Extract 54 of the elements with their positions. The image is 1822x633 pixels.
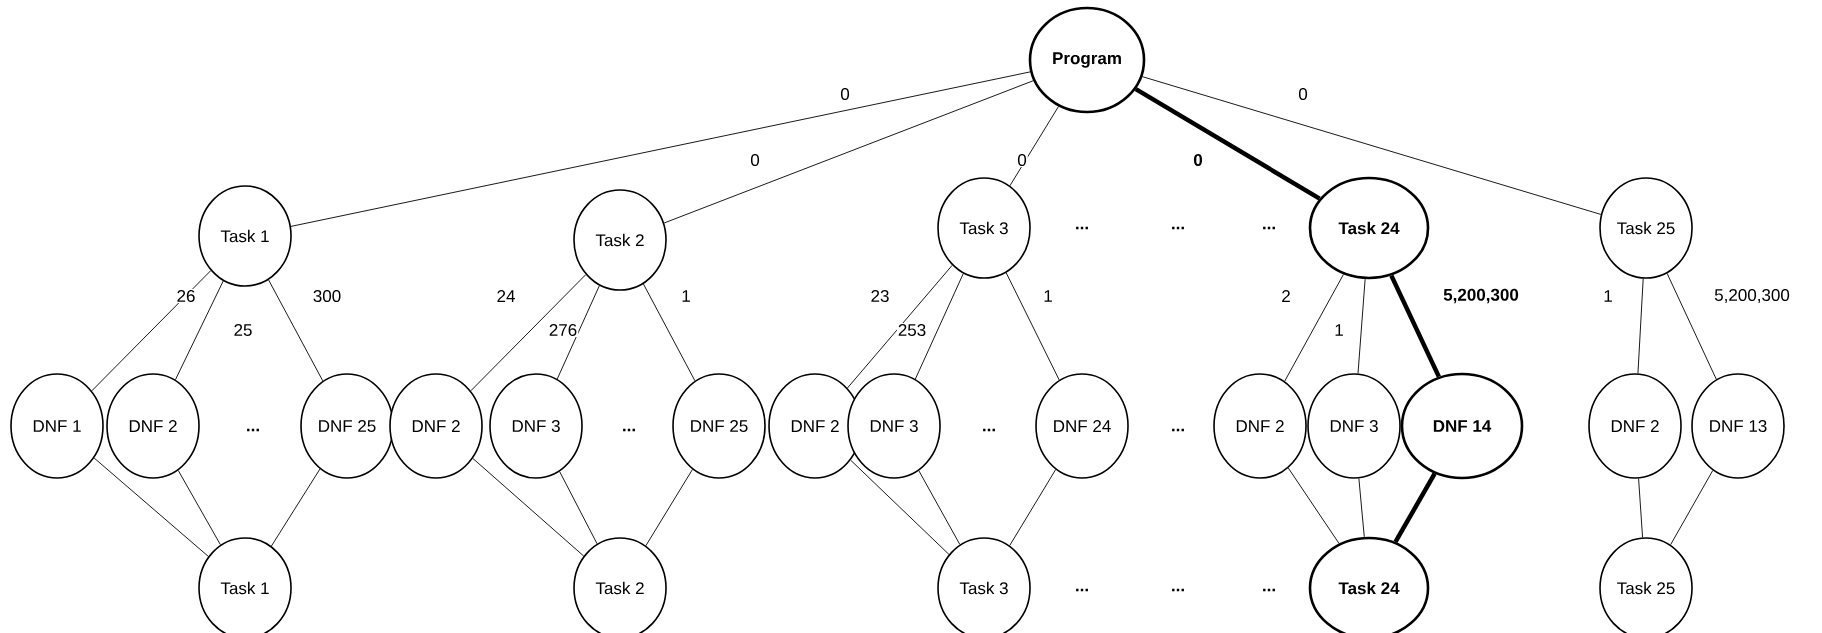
connector-line [1009, 469, 1057, 546]
edge-label: 1 [680, 289, 692, 303]
ellipsis: ... [623, 428, 635, 432]
edge-label: 1 [1042, 289, 1054, 303]
connector-line [1666, 272, 1717, 380]
connector-line [918, 470, 961, 545]
connector-line [1134, 87, 1321, 201]
edge-label: 0 [1297, 87, 1309, 102]
connector-line [472, 458, 585, 557]
connector-line [1389, 274, 1441, 378]
connector-line [1141, 76, 1602, 215]
edge-label: 1 [1602, 289, 1614, 303]
connector-line [914, 273, 964, 380]
ellipsis: ... [1172, 428, 1184, 432]
connector-line [847, 264, 953, 389]
connector-line [91, 270, 212, 392]
edge-label: 0 [749, 153, 761, 168]
connector-line [290, 71, 1031, 227]
connector-line [1358, 478, 1365, 538]
connector-line [1009, 106, 1059, 187]
connector-line [268, 279, 324, 382]
ellipsis: ... [1263, 226, 1275, 230]
connector-line [1393, 472, 1437, 544]
connector-line [556, 285, 600, 380]
connector-line [1284, 274, 1344, 382]
edge-label: 0 [839, 87, 851, 102]
connector-line [1638, 478, 1644, 538]
ellipsis: ... [247, 428, 259, 432]
connector-line [1005, 272, 1060, 381]
ellipsis: ... [983, 428, 995, 432]
edge-label: 2 [1280, 289, 1292, 303]
connector-line [177, 470, 221, 546]
edge-label: 0 [1192, 153, 1204, 168]
ellipsis: ... [1172, 226, 1184, 230]
connector-line [1357, 278, 1366, 374]
connector-line [1287, 467, 1340, 544]
connector-line [1637, 278, 1644, 374]
connector-line [642, 283, 696, 382]
connector-line [1670, 470, 1714, 546]
connector-line [93, 457, 209, 557]
connector-line [470, 274, 587, 392]
connector-line [559, 471, 598, 545]
edge-label: 24 [495, 289, 517, 303]
connector-line [645, 469, 693, 547]
ellipsis: ... [1172, 588, 1184, 592]
connector-line [270, 468, 321, 547]
connector-line [175, 280, 224, 381]
edge-label: 1 [1333, 323, 1345, 337]
ellipsis: ... [1076, 226, 1088, 230]
ellipsis: ... [1263, 588, 1275, 592]
edge-label: 0 [1016, 153, 1028, 168]
connector-line [663, 80, 1034, 224]
connector-line [850, 459, 950, 555]
ellipsis: ... [1076, 588, 1088, 592]
